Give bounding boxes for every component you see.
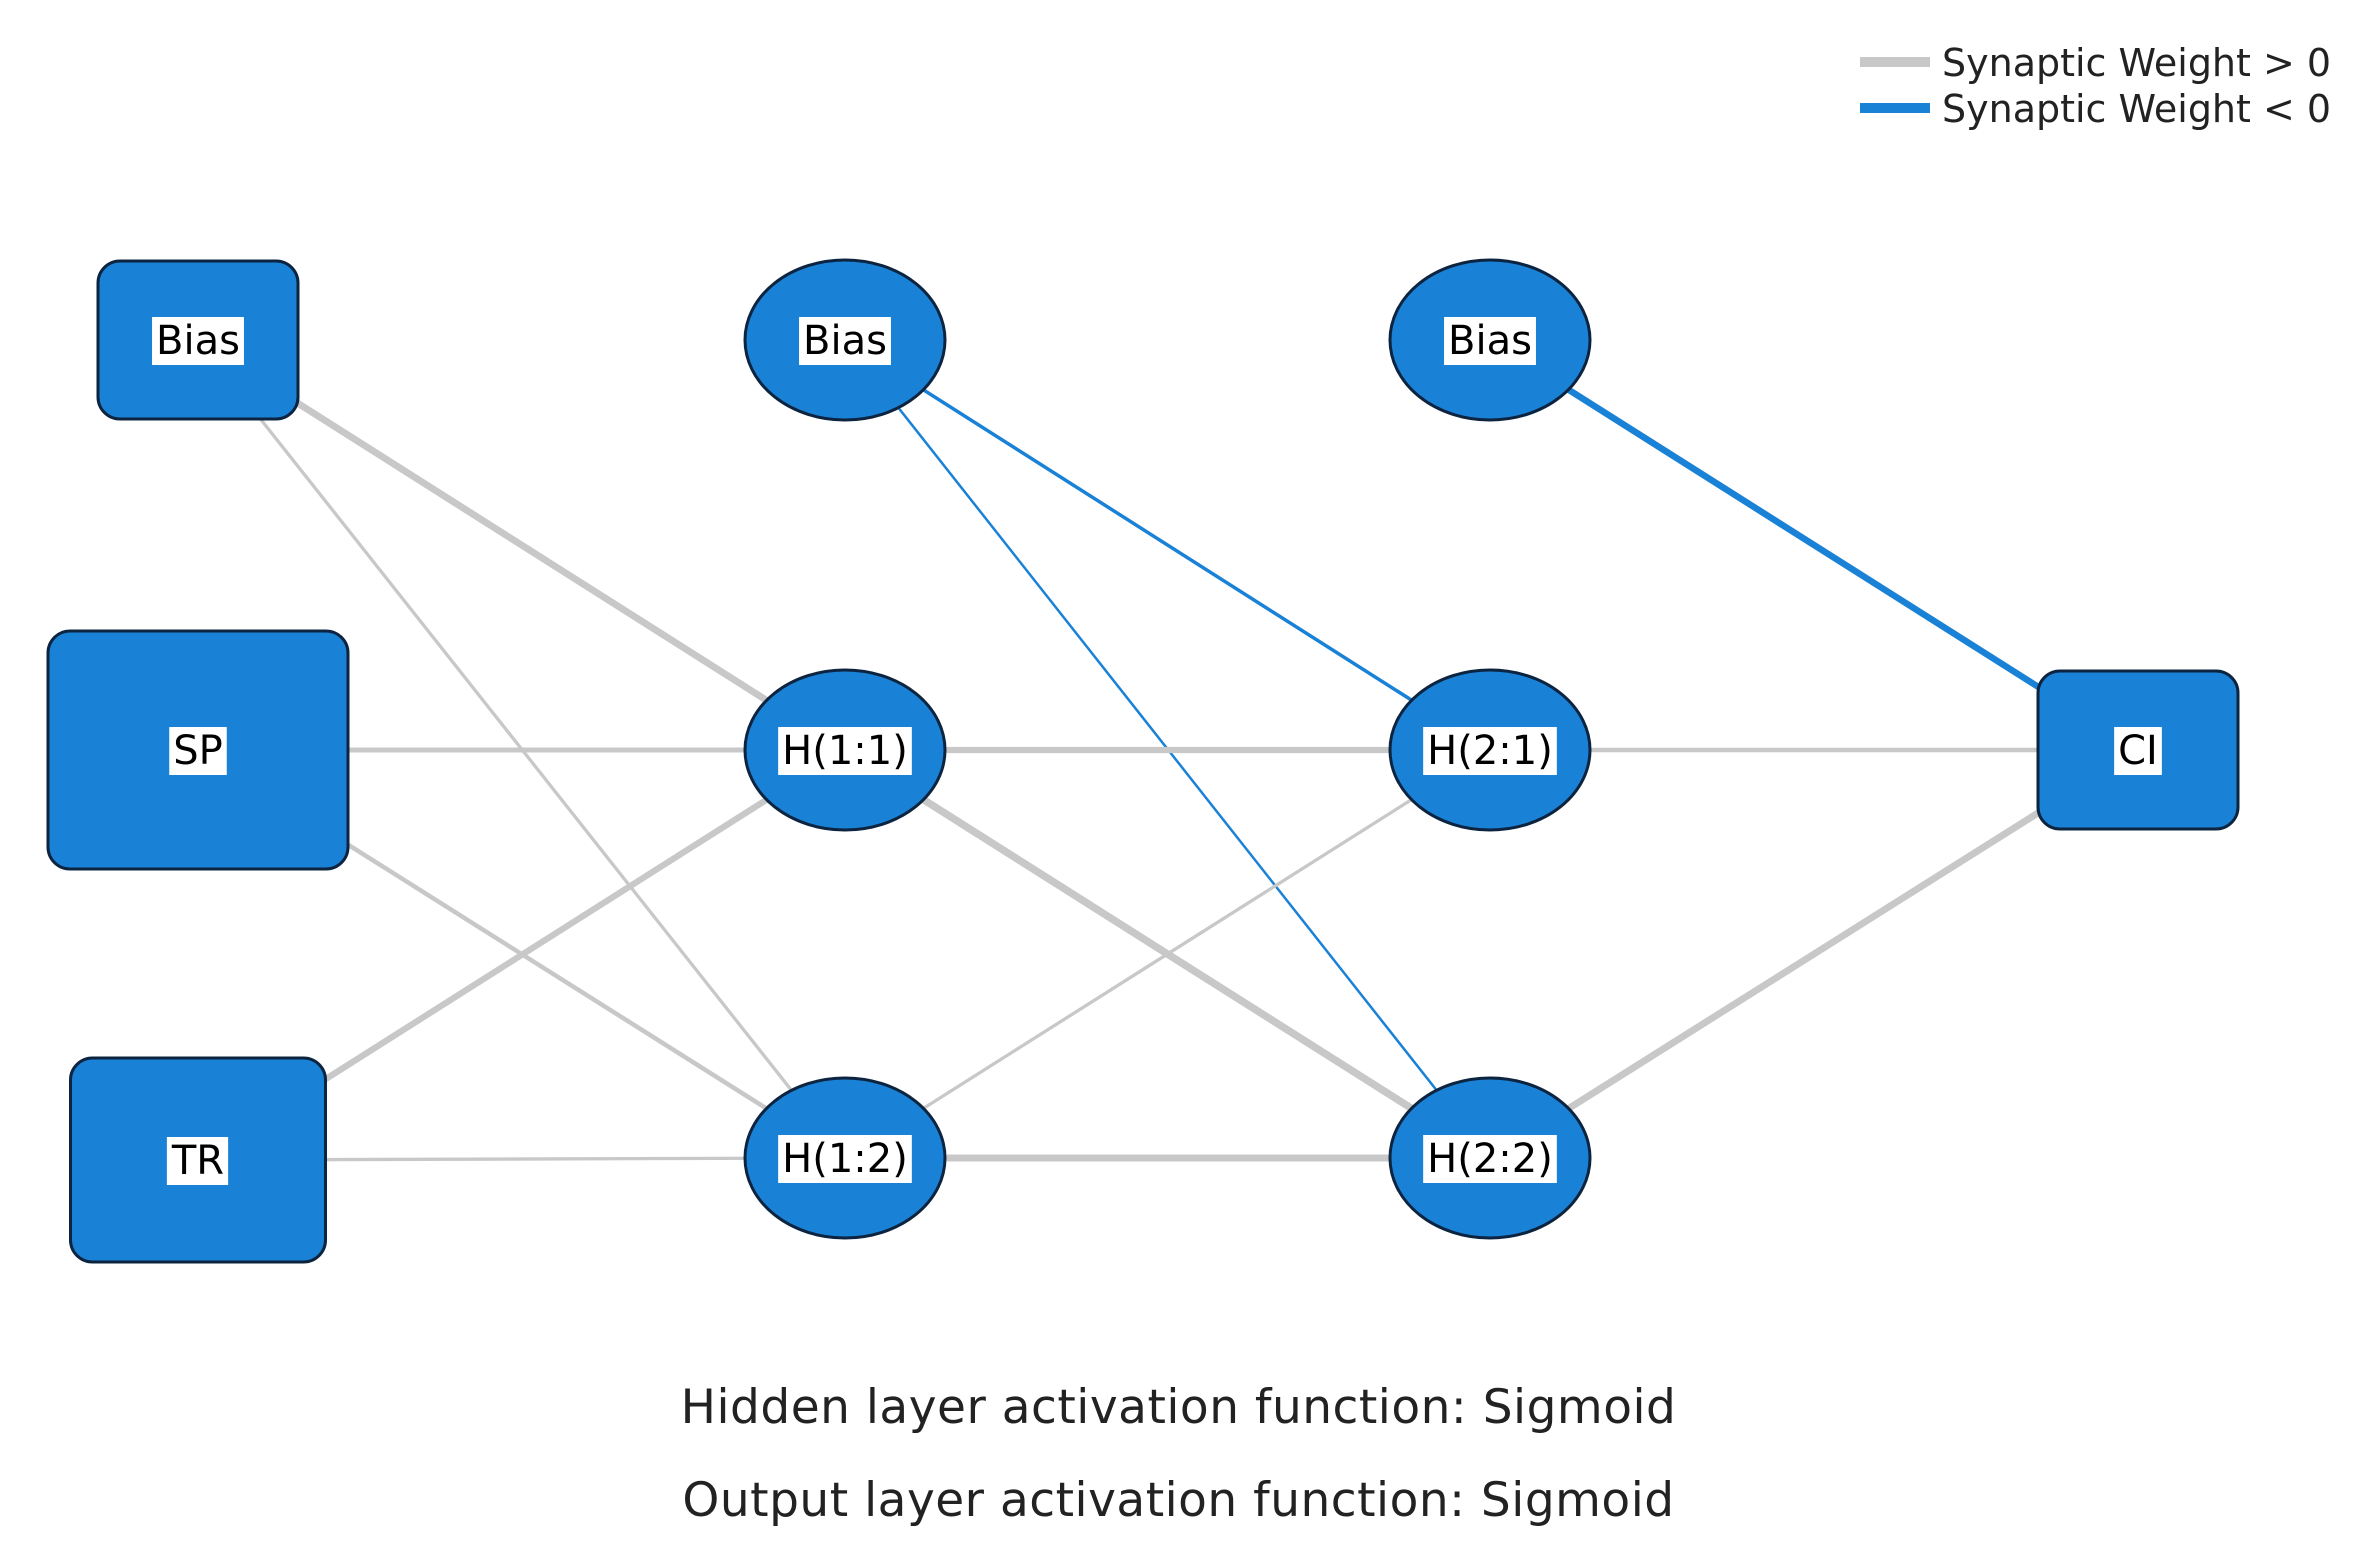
node-sp: SP [46,629,350,871]
node-label-bg-ci [2114,727,2162,775]
node-h1_bias: Bias [743,258,947,422]
node-h12: H(1:2) [743,1076,947,1240]
connections [194,336,2142,1164]
output-activation-caption: Output layer activation function: Sigmoi… [682,1473,1675,1528]
node-h21: H(2:1) [1388,668,1592,832]
node-h2_bias: Bias [1388,258,1592,422]
legend-positive-label: Synaptic Weight > 0 [1942,41,2331,85]
legend: Synaptic Weight > 0 Synaptic Weight < 0 [1860,41,2331,131]
connection-in_bias-h11 [194,336,849,754]
node-label-bg-sp [169,727,227,775]
node-label-h21: H(2:1) [1427,728,1553,774]
node-label-bg-h22 [1423,1135,1557,1183]
node-label-bg-h21 [1423,727,1557,775]
node-label-h22: H(2:2) [1427,1136,1553,1182]
node-in_bias: Bias [96,259,300,421]
connection-h12-h21 [843,748,1492,1160]
node-label-bg-tr [166,1137,229,1185]
node-label-tr: TR [171,1138,224,1184]
node-label-h11: H(1:1) [782,728,908,774]
node-label-bg-h2_bias [1444,317,1536,365]
connection-h1_bias-h21 [843,338,1492,752]
node-h11: H(1:1) [743,668,947,832]
node-label-bg-h12 [778,1135,912,1183]
node-ci: CI [2036,669,2240,831]
node-label-h1_bias: Bias [803,318,887,364]
node-label-h2_bias: Bias [1448,318,1532,364]
node-h22: H(2:2) [1388,1076,1592,1240]
node-label-sp: SP [173,728,223,774]
node-label-bg-in_bias [152,317,244,365]
node-tr: TR [69,1056,327,1264]
legend-negative-label: Synaptic Weight < 0 [1942,87,2331,131]
node-label-ci: CI [2118,728,2158,774]
node-label-bg-h1_bias [799,317,891,365]
node-label-h12: H(1:2) [782,1136,908,1182]
hidden-activation-caption: Hidden layer activation function: Sigmoi… [680,1380,1677,1435]
node-label-bg-h11 [778,727,912,775]
connection-h22-ci [1486,746,2142,1162]
node-label-in_bias: Bias [156,318,240,364]
connection-h2_bias-ci [1486,336,2142,754]
